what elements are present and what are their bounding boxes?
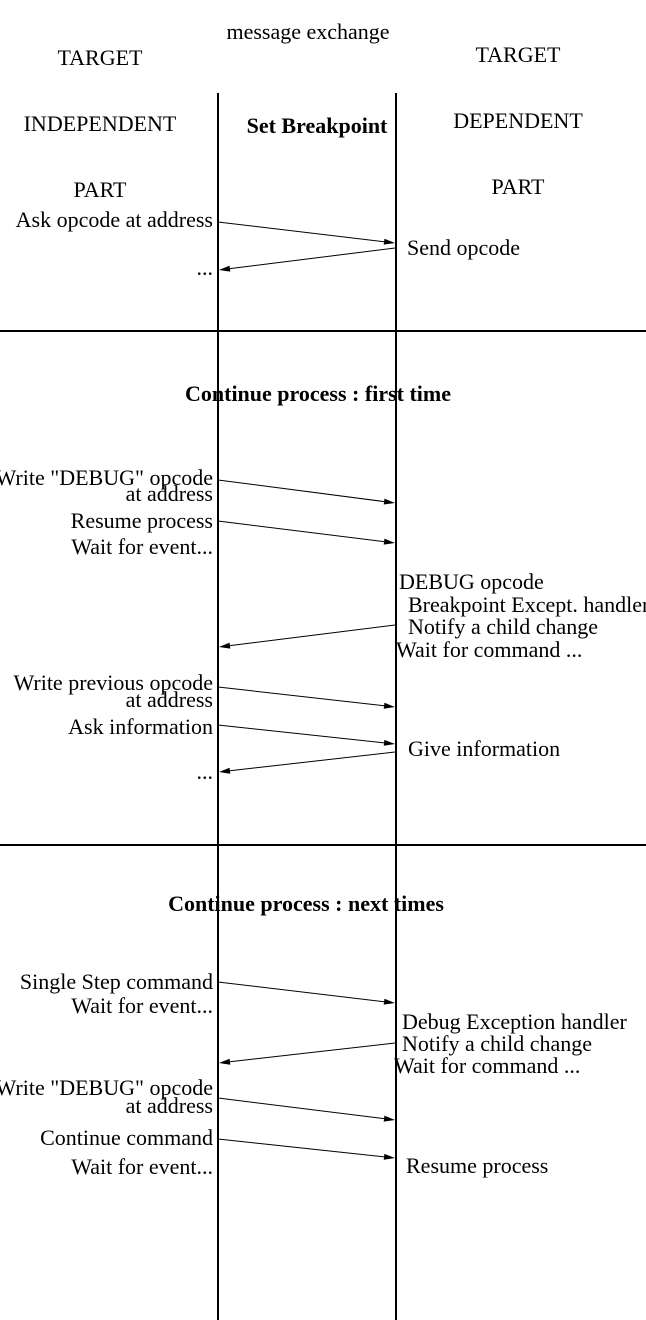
message-label-left: Wait for event... [71,1154,213,1179]
message-label-left: Resume process [70,508,213,533]
section-divider [0,330,646,332]
message-label-left: Ask information [68,714,213,739]
message-arrow [217,724,395,746]
message-arrow [217,520,395,545]
message-arrow [217,1138,395,1160]
section-divider [0,844,646,846]
right-column-header-line: PART [491,174,545,199]
message-label-left: Single Step command [19,969,213,994]
left-column-header-line: INDEPENDENT [23,111,177,136]
right-column-header: TARGET DEPENDENT PART [418,0,618,242]
message-arrow [217,479,395,505]
message-label-right: Wait for command ... [394,1053,581,1078]
left-column-header-line: TARGET [57,45,143,70]
message-label-left: ... [196,759,214,784]
message-label-right: DEBUG opcode [399,569,544,594]
message-label-right: Wait for command ... [396,637,583,662]
message-arrow [217,1097,395,1122]
message-label-left: Write "DEBUG" opcode [0,465,213,490]
message-label-left: Write "DEBUG" opcode [0,1075,213,1100]
left-column-header: TARGET INDEPENDENT PART [0,3,200,245]
left-lifeline [217,93,219,1320]
message-arrow [217,686,395,709]
message-label-left: Wait for event... [71,993,213,1018]
message-arrow [219,751,396,774]
message-label-left: Wait for event... [71,534,213,559]
message-arrow [219,1042,396,1065]
message-label-right: Notify a child change [402,1031,592,1056]
right-column-header-line: TARGET [475,42,561,67]
right-lifeline [395,93,397,1320]
message-label-right: Notify a child change [408,614,598,639]
message-label-right: Resume process [406,1153,549,1178]
message-arrow [217,981,395,1005]
message-label-right: Give information [408,736,561,761]
message-label-left: ... [196,255,214,280]
message-arrow [219,624,396,649]
message-arrow [217,221,395,245]
section-title-set-breakpoint: Set Breakpoint [246,113,388,138]
message-label-left: at address [125,481,213,506]
message-label-left: Write previous opcode [13,670,214,695]
message-label-left: at address [125,1093,213,1118]
message-label-left: Continue command [40,1125,213,1150]
right-column-header-line: DEPENDENT [453,108,583,133]
message-arrow [219,247,396,272]
message-label-right: Debug Exception handler [402,1009,627,1034]
message-label-left: Ask opcode at address [15,207,213,232]
section-title-continue-next-times: Continue process : next times [168,891,444,916]
left-column-header-line: PART [73,177,127,202]
middle-column-header: message exchange [226,19,390,44]
message-label-right: Send opcode [407,235,521,260]
section-title-continue-first-time: Continue process : first time [185,381,451,406]
message-label-right: Breakpoint Except. handler [408,592,646,617]
message-label-left: at address [125,687,213,712]
